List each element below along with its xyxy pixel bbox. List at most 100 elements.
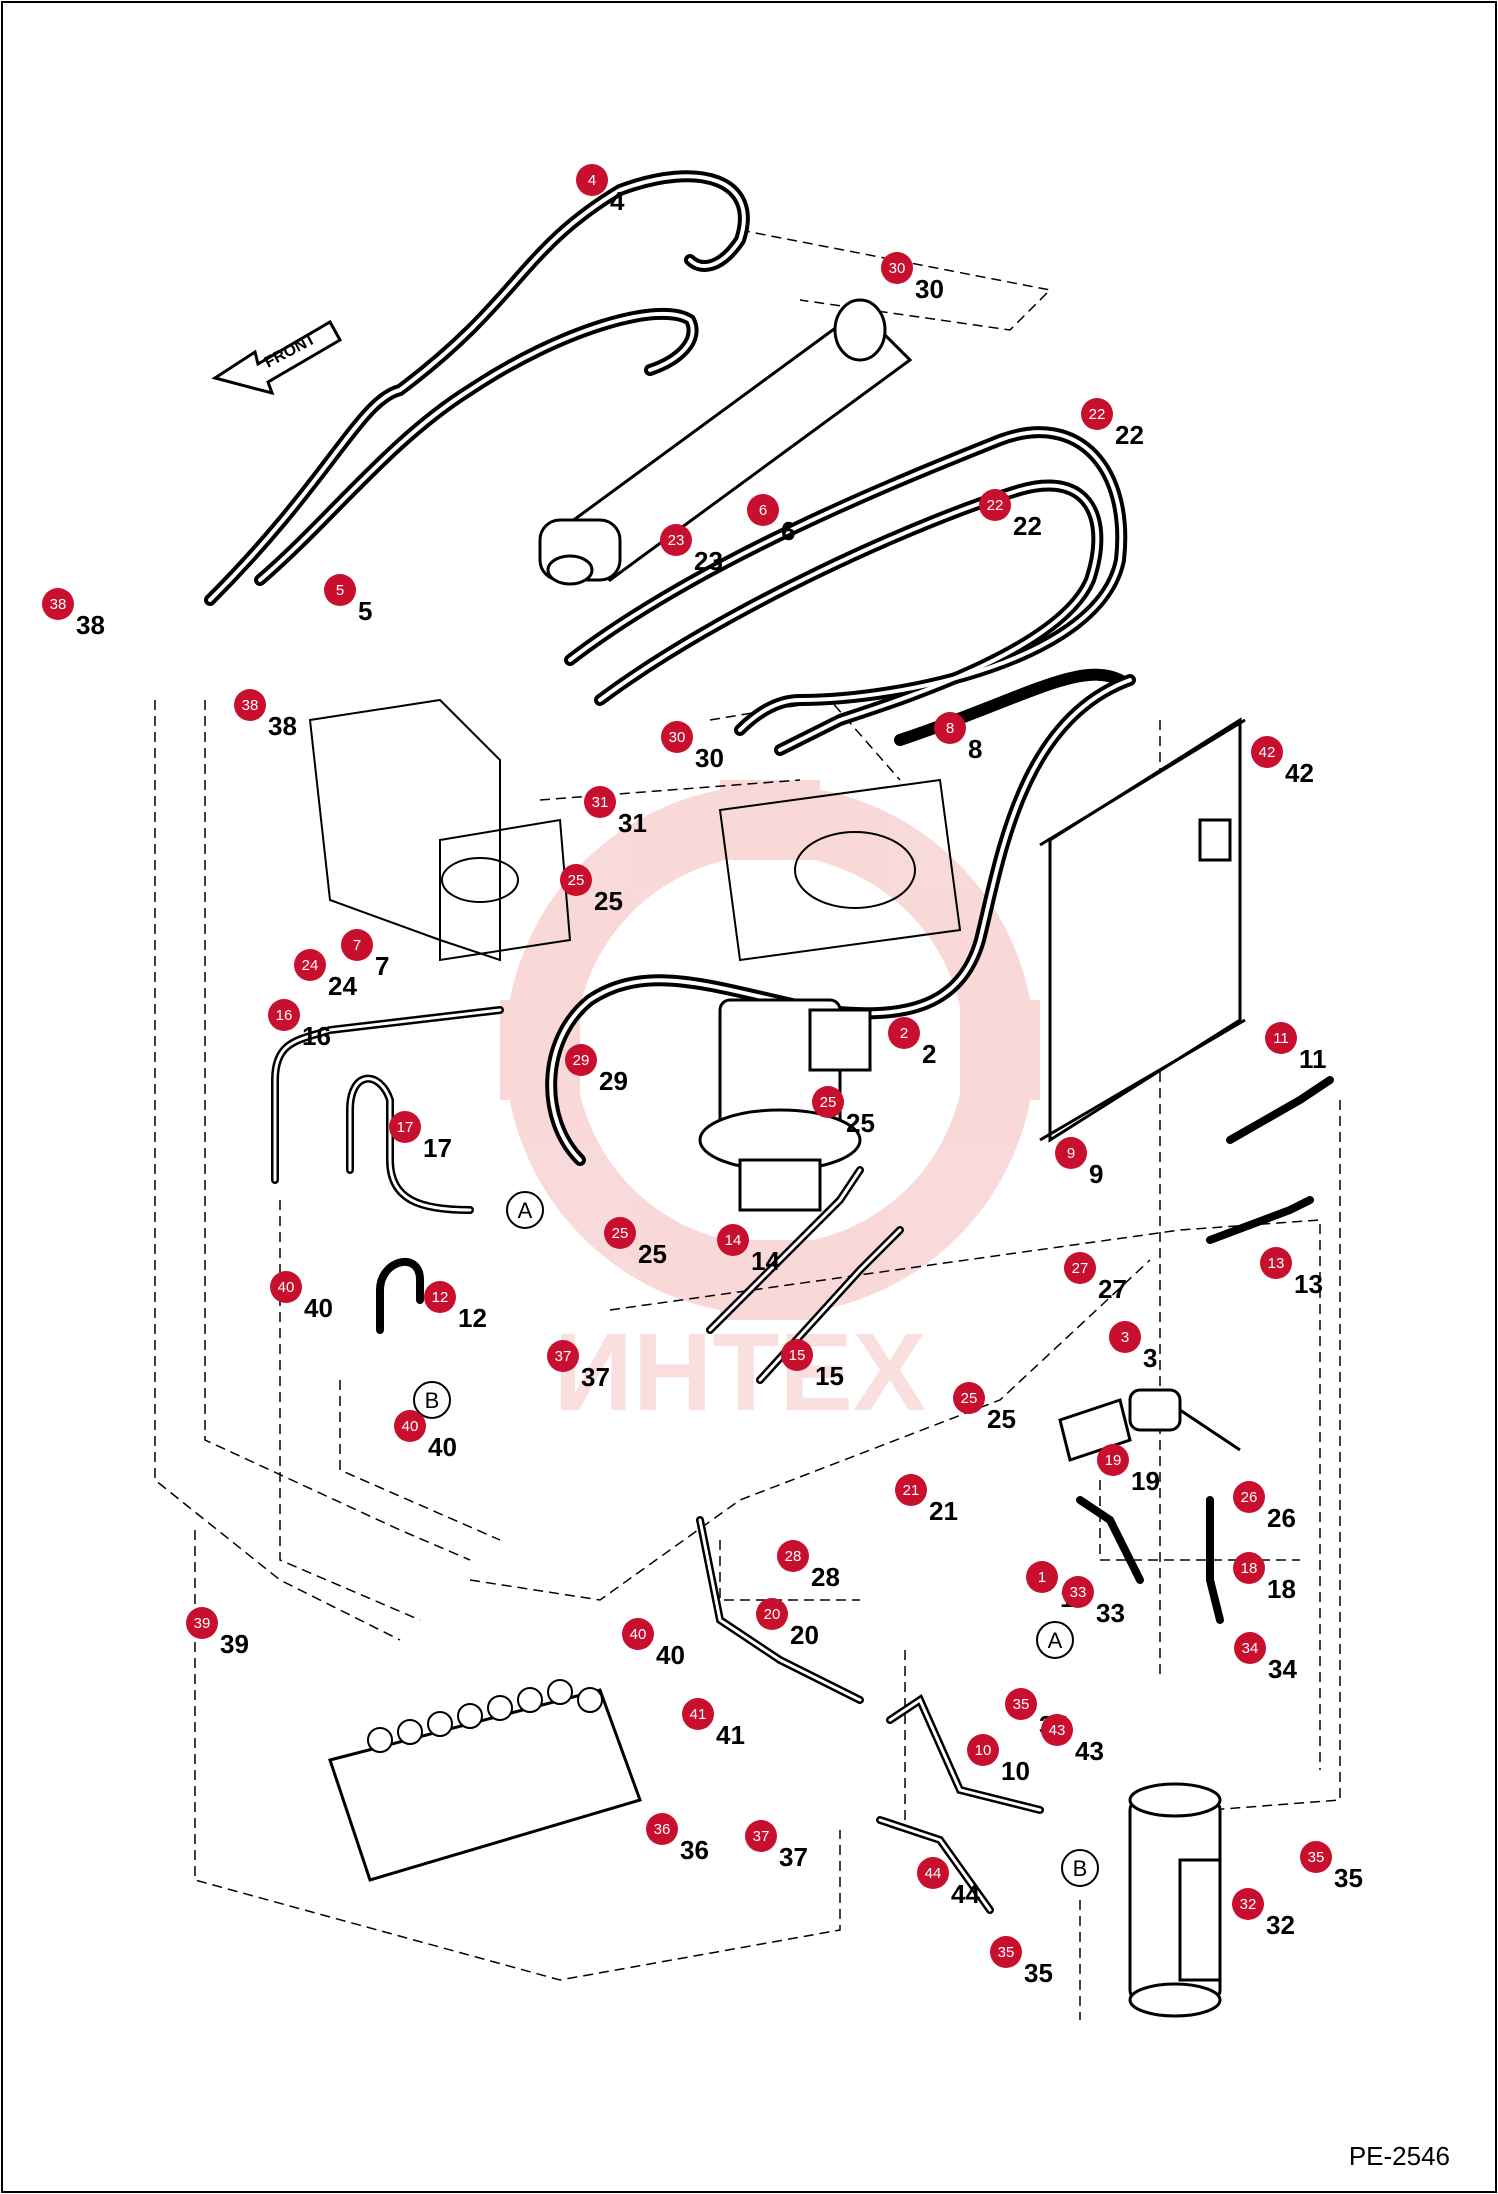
callout-badge-label: 37: [753, 1828, 770, 1845]
callout-33: 33 33: [1062, 1576, 1125, 1628]
callout-badge-label: 27: [1072, 1260, 1089, 1277]
callout-badge-label: 14: [725, 1232, 742, 1249]
callout-number: 40: [656, 1640, 685, 1670]
front-arrow-icon: FRONT: [211, 319, 343, 396]
callout-41: 41 41: [682, 1698, 745, 1750]
callout-badge-label: 34: [1242, 1640, 1259, 1657]
callout-25d: 25 25: [953, 1382, 1016, 1434]
callout-number: 4: [610, 186, 625, 216]
callout-3: 33: [1109, 1321, 1157, 1373]
callout-number: 40: [304, 1293, 333, 1323]
callout-number: 9: [1089, 1159, 1103, 1189]
callout-badge-label: 38: [242, 697, 259, 714]
callout-badge-label: 17: [397, 1119, 414, 1136]
callout-40b: 40 40: [394, 1410, 457, 1462]
callout-badge-label: 33: [1070, 1584, 1087, 1601]
callout-2: 22: [888, 1017, 936, 1069]
callout-number: 34: [1268, 1654, 1297, 1684]
callout-30b: 30 30: [661, 721, 724, 773]
callout-number: 6: [781, 516, 795, 546]
callout-27: 27 27: [1064, 1252, 1127, 1304]
callout-badge-label: 18: [1241, 1560, 1258, 1577]
callout-number: 25: [987, 1404, 1016, 1434]
callout-badge-label: 39: [194, 1615, 211, 1632]
callout-number: 38: [76, 610, 105, 640]
callout-35b: 35 35: [1300, 1841, 1363, 1893]
oil-cooler: [1039, 717, 1246, 1143]
callout-number: 24: [328, 971, 357, 1001]
callout-number: 38: [268, 711, 297, 741]
callout-badge-label: 29: [573, 1052, 590, 1069]
callout-number: 26: [1267, 1503, 1296, 1533]
callout-badge-label: 32: [1240, 1896, 1257, 1913]
callout-badge-label: 35: [998, 1944, 1015, 1961]
callout-badge-label: 25: [820, 1094, 837, 1111]
callout-number: 25: [594, 886, 623, 916]
callout-number: 43: [1075, 1736, 1104, 1766]
callout-number: 25: [638, 1239, 667, 1269]
watermark-text: ИНТЕХ: [554, 1311, 926, 1434]
callout-number: 35: [1334, 1863, 1363, 1893]
connector-b-2: B: [1061, 1849, 1099, 1887]
callout-number: 42: [1285, 758, 1314, 788]
callout-number: 30: [915, 274, 944, 304]
callout-badge-label: 37: [555, 1348, 572, 1365]
callout-34: 34 34: [1234, 1632, 1297, 1684]
callout-5: 55: [324, 574, 372, 626]
callout-44: 44 44: [917, 1857, 980, 1909]
callout-number: 13: [1294, 1269, 1323, 1299]
callout-badge-label: 8: [946, 720, 954, 737]
callout-number: 30: [695, 743, 724, 773]
callout-number: 44: [951, 1879, 980, 1909]
callout-number: 40: [428, 1432, 457, 1462]
callout-number: 27: [1098, 1274, 1127, 1304]
callout-badge-label: 42: [1259, 744, 1276, 761]
callout-8: 88: [934, 712, 982, 764]
callout-badge-label: 40: [402, 1418, 419, 1435]
callout-6: 66: [747, 494, 795, 546]
callout-badge-label: 24: [302, 957, 319, 974]
callout-badge-label: 41: [690, 1706, 707, 1723]
solenoid-valve: [1058, 1388, 1241, 1462]
callout-number: 18: [1267, 1574, 1296, 1604]
callout-badge-label: 38: [50, 596, 67, 613]
callout-24: 24 24: [294, 949, 357, 1001]
callout-number: 31: [618, 808, 647, 838]
callout-number: 16: [302, 1021, 331, 1051]
control-valve-bank: [328, 1679, 642, 1882]
callout-badge-label: 30: [669, 729, 686, 746]
connector-b-1: B: [413, 1381, 451, 1419]
callout-number: 5: [358, 596, 372, 626]
callout-badge-label: 44: [925, 1865, 942, 1882]
callout-badge-label: 2: [900, 1025, 908, 1042]
callout-badge-label: 25: [961, 1390, 978, 1407]
svg-text:B: B: [425, 1388, 440, 1413]
swing-motor: [698, 998, 872, 1212]
callout-number: 41: [716, 1720, 745, 1750]
callout-number: 33: [1096, 1598, 1125, 1628]
swing-cylinder: [538, 298, 913, 586]
callout-badge-label: 35: [1308, 1849, 1325, 1866]
callout-number: 28: [811, 1562, 840, 1592]
callout-number: 39: [220, 1629, 249, 1659]
callout-number: 10: [1001, 1756, 1030, 1786]
svg-text:A: A: [518, 1198, 533, 1223]
callout-number: 22: [1115, 420, 1144, 450]
